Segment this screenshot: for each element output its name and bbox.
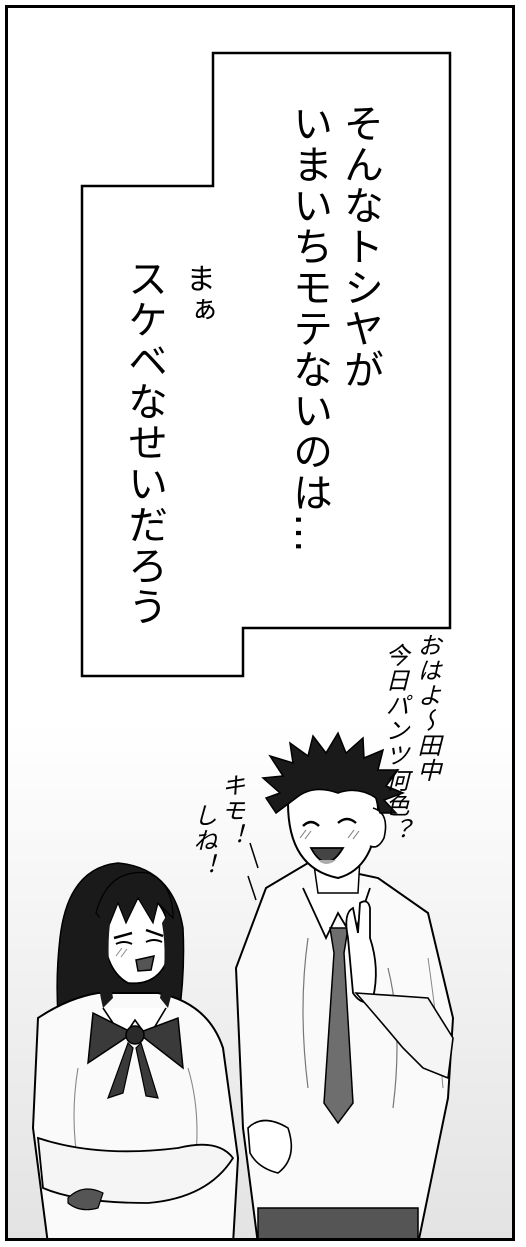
characters-illustration <box>31 731 455 1238</box>
boy-figure <box>234 731 455 1238</box>
girl-speech-line-1: キモ！ <box>217 773 245 848</box>
narration-line-2: いまいちモテないのは… <box>286 103 332 554</box>
girl-speech-line-2: しね！ <box>189 803 217 878</box>
narration-line-4: スケベなせいだろう <box>121 258 167 627</box>
comic-panel: そんなトシヤが いまいちモテないのは… まぁ スケベなせいだろう <box>5 5 515 1241</box>
narration-line-3: まぁ <box>180 263 215 325</box>
boy-speech-line-2: 今日パンツ何色？ <box>381 643 409 843</box>
narration-line-1: そんなトシヤが <box>337 103 383 390</box>
boy-speech-line-1: おはよ〜田中 <box>413 633 441 783</box>
girl-figure <box>31 862 240 1238</box>
narration-box <box>80 51 452 678</box>
